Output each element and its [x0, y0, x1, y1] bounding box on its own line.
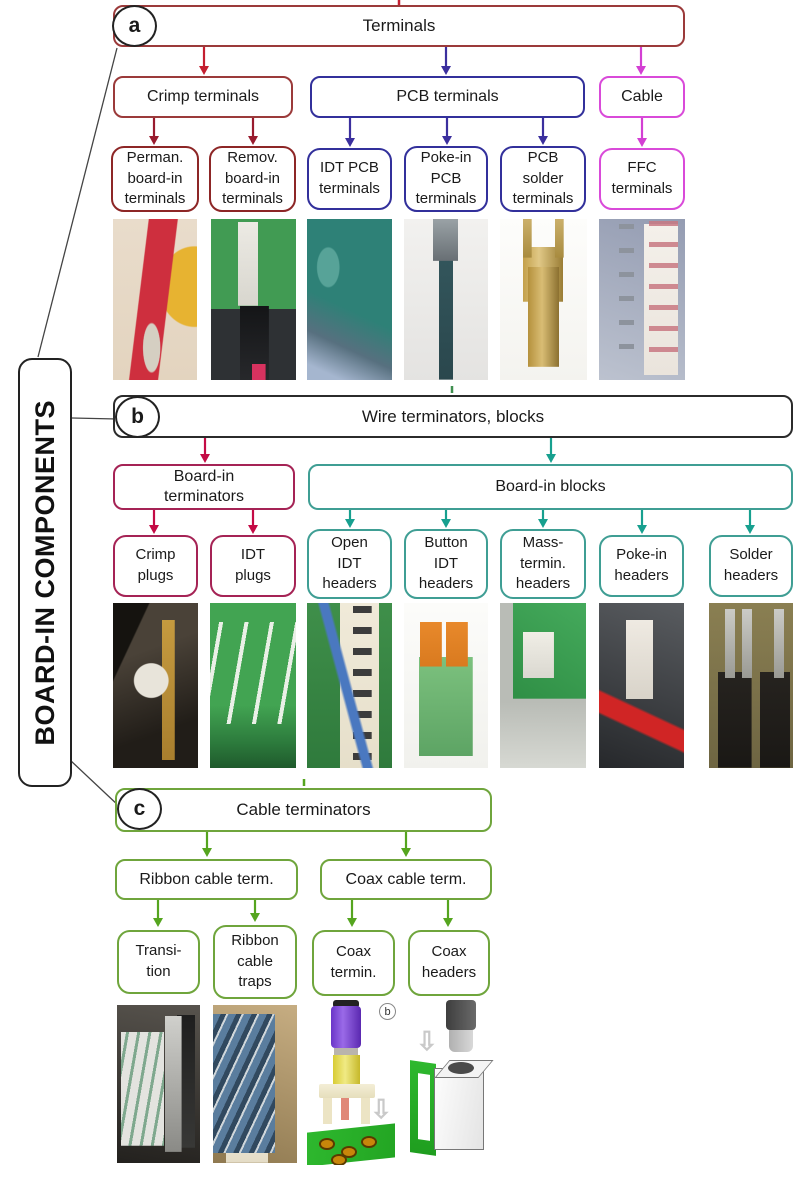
crimp-plug-photo — [113, 603, 198, 768]
node-ribbon-cable-term: Ribbon cable term. — [115, 859, 298, 900]
node-crimp-terminals: Crimp terminals — [113, 76, 293, 118]
section-b-title: Wire terminators, blocks — [361, 406, 545, 426]
base-leg-shape — [361, 1098, 370, 1124]
base-leg-shape — [323, 1098, 332, 1124]
coax-cable-shape — [446, 1000, 476, 1030]
node-cable: Cable — [599, 76, 685, 118]
node-board-in-terminators: Board-in terminators — [113, 464, 295, 510]
leaf-idt-pcb-terminals: IDT PCB terminals — [307, 148, 392, 210]
illustration-b-badge: b — [379, 1003, 396, 1020]
center-pin-shape — [341, 1098, 349, 1120]
brass-solder-terminal-photo — [500, 219, 587, 380]
open-idt-header-photo — [307, 603, 392, 768]
leaf-mass-termination-headers: Mass- termin. headers — [500, 529, 586, 599]
leaf-coax-headers: Coax headers — [408, 930, 490, 996]
pcb-pad-shape — [341, 1146, 357, 1158]
leaf-poke-in-pcb-terminals: Poke-in PCB terminals — [404, 146, 488, 212]
mass-termination-header-photo — [500, 603, 586, 768]
bracket-cutout-shape — [418, 1073, 430, 1141]
pcb-with-black-wire-photo — [211, 219, 296, 380]
down-arrow-icon: ⇩ — [416, 1026, 438, 1056]
leaf-poke-in-headers: Poke-in headers — [599, 535, 684, 597]
section-a-title-box: Terminals — [113, 5, 685, 47]
leaf-remov-board-in-terminals: Remov. board-in terminals — [209, 146, 296, 212]
ferrule-shape — [334, 1048, 358, 1055]
section-b-title-box: Wire terminators, blocks — [113, 395, 793, 438]
pcb-pad-shape — [331, 1154, 347, 1165]
leaf-idt-plugs: IDT plugs — [210, 535, 296, 597]
red-wire-crimp-terminal-photo — [113, 219, 197, 380]
cable-plug-shape — [449, 1030, 473, 1052]
leaf-ffc-terminals: FFC terminals — [599, 148, 685, 210]
section-c-badge: c — [117, 788, 162, 830]
idt-plug-photo — [210, 603, 296, 768]
leaf-crimp-plugs: Crimp plugs — [113, 535, 198, 597]
leaf-button-idt-headers: Button IDT headers — [404, 529, 488, 599]
ribbon-cable-traps-photo — [213, 1005, 297, 1163]
idt-pcb-terminal-photo — [307, 219, 392, 380]
leaf-ribbon-cable-traps: Ribbon cable traps — [213, 925, 297, 999]
solder-header-photo — [709, 603, 793, 768]
down-arrow-icon: ⇩ — [370, 1094, 392, 1124]
leaf-coax-termin: Coax termin. — [312, 930, 395, 996]
root-node: BOARD-IN COMPONENTS — [18, 358, 72, 787]
yellow-cylinder-shape — [333, 1055, 360, 1087]
coax-header-illustration: ⇩ — [408, 1000, 495, 1165]
white-cube-shape — [434, 1068, 484, 1150]
section-b-badge: b — [115, 396, 160, 438]
poke-in-header-photo — [599, 603, 684, 768]
section-c-title-box: Cable terminators — [115, 788, 492, 832]
ribbon-cable-transition-photo — [117, 1005, 200, 1163]
connector-base-shape — [319, 1084, 375, 1098]
root-label: BOARD-IN COMPONENTS — [29, 399, 60, 746]
cube-hole-shape — [448, 1062, 474, 1074]
node-board-in-blocks: Board-in blocks — [308, 464, 793, 510]
leaf-open-idt-headers: Open IDT headers — [307, 529, 392, 599]
leaf-transition: Transi- tion — [117, 930, 200, 994]
coax-cap-shape — [333, 1000, 359, 1008]
purple-cylinder-shape — [331, 1006, 361, 1048]
leaf-solder-headers: Solder headers — [709, 535, 793, 597]
leaf-perman-board-in-terminals: Perman. board-in terminals — [111, 146, 199, 212]
node-pcb-terminals: PCB terminals — [310, 76, 585, 118]
pcb-pad-shape — [361, 1136, 377, 1148]
section-a-badge: a — [112, 5, 157, 47]
pcb-pad-shape — [319, 1138, 335, 1150]
ffc-terminal-photo — [599, 219, 685, 380]
poke-in-pcb-terminal-photo — [404, 219, 488, 380]
coax-terminator-illustration: b ⇩ — [303, 1000, 400, 1165]
section-a-title: Terminals — [362, 16, 436, 36]
leaf-pcb-solder-terminals: PCB solder terminals — [500, 146, 586, 212]
node-coax-cable-term: Coax cable term. — [320, 859, 492, 900]
button-idt-header-photo — [404, 603, 488, 768]
section-c-title: Cable terminators — [236, 800, 371, 820]
